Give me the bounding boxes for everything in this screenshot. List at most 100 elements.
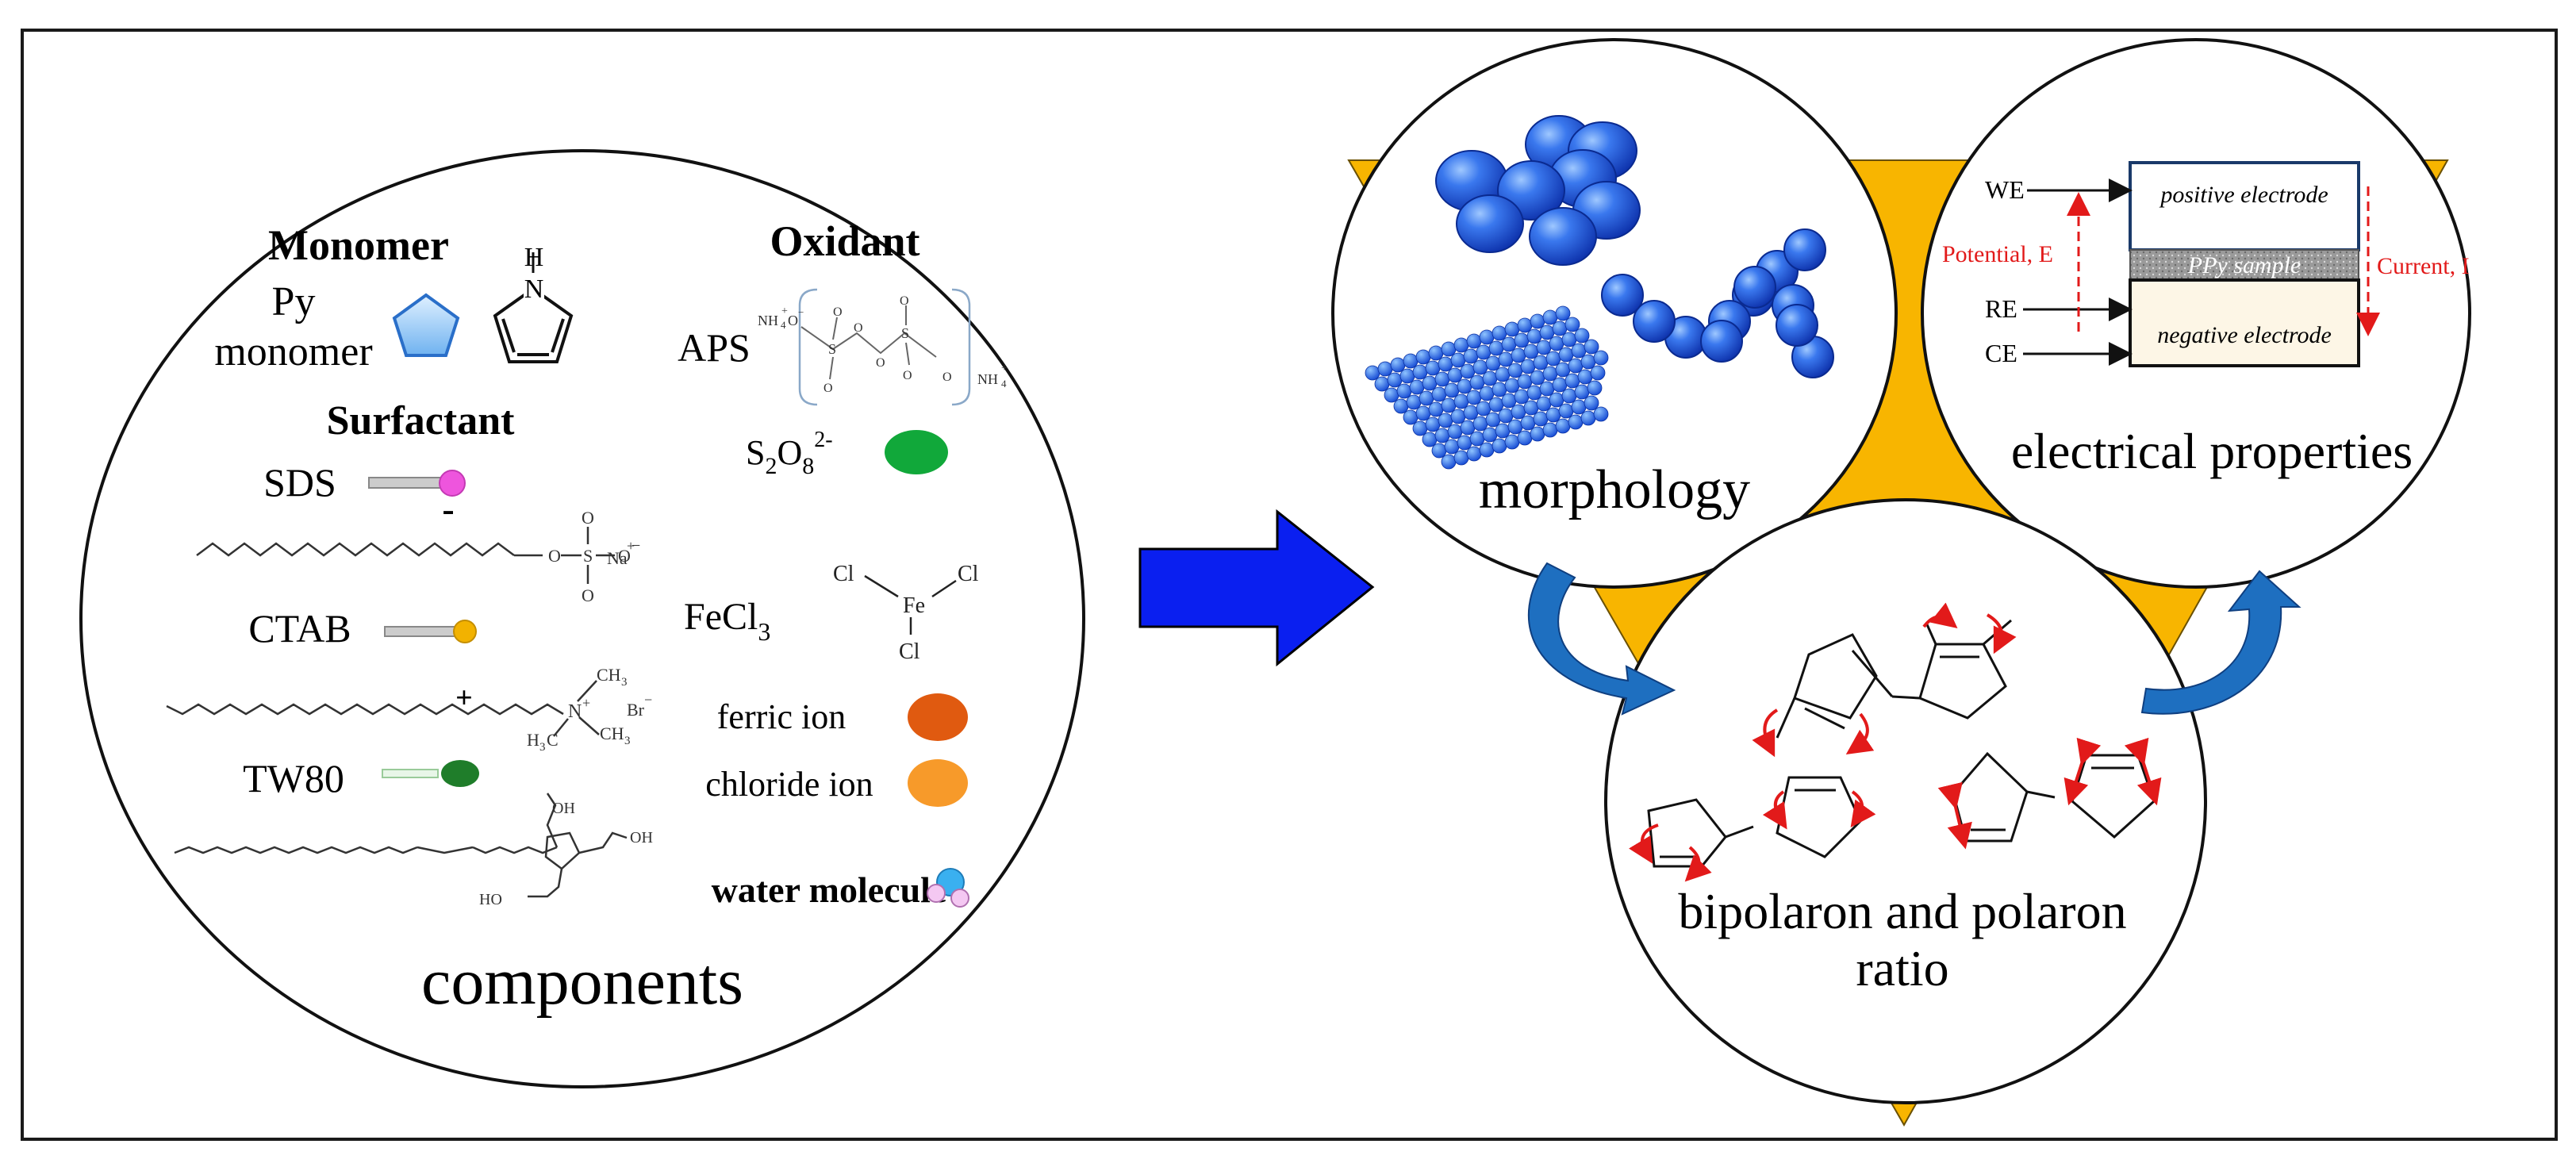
sheet-sphere <box>1577 369 1593 385</box>
pyrrole-h: H <box>524 243 544 272</box>
sheet-sphere <box>1511 347 1526 363</box>
svg-text:−: − <box>798 306 804 318</box>
persulfate-label: S2O82- <box>746 428 833 479</box>
sheet-sphere <box>1533 411 1549 427</box>
sheet-sphere <box>1593 350 1609 366</box>
sheet-sphere <box>1526 385 1542 401</box>
sheet-sphere <box>1558 347 1574 363</box>
sheet-sphere <box>1450 352 1466 368</box>
bipolaron-circle <box>1604 498 2207 1104</box>
potential-label: Potential, E <box>1942 241 2053 267</box>
sheet-sphere <box>1587 380 1603 396</box>
negative-electrode <box>2129 278 2360 367</box>
sheet-sphere <box>1526 328 1542 344</box>
sheet-sphere <box>1457 435 1472 451</box>
svg-text:O: O <box>854 321 863 335</box>
svg-text:O: O <box>942 370 952 384</box>
persulfate-ion-icon <box>885 430 948 474</box>
svg-text:3: 3 <box>621 676 628 689</box>
aps-bracket-left <box>798 288 818 406</box>
svg-text:OH: OH <box>552 800 575 817</box>
sheet-sphere <box>1425 417 1441 432</box>
polaron-arrows-top <box>1752 602 2017 758</box>
svg-text:3: 3 <box>539 741 546 754</box>
sheet-sphere <box>1545 407 1561 423</box>
sheet-sphere <box>1539 381 1555 397</box>
sheet-sphere <box>1447 367 1463 383</box>
sds-head-icon <box>439 470 466 497</box>
sheet-sphere <box>1434 428 1450 443</box>
monomer-heading: Monomer <box>268 221 449 269</box>
sheet-sphere <box>1460 363 1476 379</box>
sheet-sphere <box>1463 405 1479 420</box>
water-molecule-label: water molecule <box>712 869 947 910</box>
components-title: components <box>421 945 743 1019</box>
tw80-head-icon <box>441 760 479 787</box>
sheet-sphere <box>1495 367 1511 382</box>
sheet-sphere <box>1453 450 1469 466</box>
curved-arrow-left-icon <box>1528 562 1676 716</box>
svg-text:C: C <box>547 730 559 750</box>
sheet-sphere <box>1514 332 1530 348</box>
svg-text:O: O <box>788 313 798 328</box>
sheet-sphere <box>1450 409 1466 424</box>
sheet-sphere <box>1552 321 1568 336</box>
sheet-sphere <box>1498 408 1514 424</box>
ppy-sample-label: PPy sample <box>2187 252 2301 278</box>
ce-label: CE <box>1985 339 2017 367</box>
morphology-title: morphology <box>1479 459 1750 520</box>
sheet-sphere <box>1501 393 1517 409</box>
ctab-label: CTAB <box>248 606 351 651</box>
polaron-arrows-left <box>1629 790 1876 882</box>
sheet-sphere <box>1431 386 1447 402</box>
sheet-sphere <box>1561 332 1577 347</box>
sheet-sphere <box>1507 419 1523 435</box>
sheet-sphere <box>1549 336 1564 351</box>
sheet-sphere <box>1438 413 1453 428</box>
sheet-sphere <box>1463 348 1479 364</box>
aps-label: APS <box>678 325 751 370</box>
sheet-sphere <box>1485 355 1501 371</box>
sheet-sphere <box>1507 363 1523 378</box>
sheet-sphere <box>1438 356 1453 372</box>
sheet-sphere <box>1564 317 1580 332</box>
sheet-sphere <box>1479 329 1495 345</box>
sheet-sphere <box>1469 431 1485 447</box>
sheet-sphere <box>1498 351 1514 367</box>
sheet-sphere <box>1504 434 1520 450</box>
ctab-chain <box>166 703 564 716</box>
aps-nh4-right: NH <box>977 371 998 387</box>
oxidant-heading: Oxidant <box>770 217 919 265</box>
svg-text:S: S <box>901 325 909 341</box>
sheet-sphere <box>1536 396 1552 412</box>
tw80-tail-icon <box>382 769 439 778</box>
aps-structure <box>800 326 937 358</box>
ctab-tail-icon <box>384 626 455 637</box>
sheet-sphere <box>1558 403 1574 419</box>
sheet-sphere <box>1453 393 1469 409</box>
sheet-sphere <box>1472 416 1488 432</box>
svg-text:O: O <box>582 508 594 528</box>
sheet-sphere <box>1441 341 1457 357</box>
chloride-ion-label: chloride ion <box>705 765 873 804</box>
sheet-sphere <box>1517 374 1533 390</box>
negative-electrode-label: negative electrode <box>2157 322 2332 348</box>
sheet-sphere <box>1374 376 1390 392</box>
polaron-arrows-right <box>1937 737 2162 850</box>
sheet-sphere <box>1441 454 1457 470</box>
sheet-sphere <box>1393 398 1409 414</box>
fecl3-cl-left: Cl <box>833 562 854 586</box>
svg-text:S: S <box>828 341 836 357</box>
svg-text:O: O <box>823 382 833 395</box>
ppy-sample <box>2129 249 2359 281</box>
sheet-sphere <box>1514 389 1530 405</box>
ctab-ch3-right: CH <box>600 724 624 743</box>
sheet-sphere <box>1428 401 1444 417</box>
sheet-sphere <box>1571 343 1587 359</box>
current-label: Current, I <box>2377 253 2470 279</box>
sheet-sphere <box>1568 358 1584 374</box>
sheet-sphere <box>1549 392 1564 408</box>
sheet-sphere <box>1377 361 1393 377</box>
sheet-sphere <box>1574 328 1590 344</box>
sheet-sphere <box>1580 354 1596 370</box>
